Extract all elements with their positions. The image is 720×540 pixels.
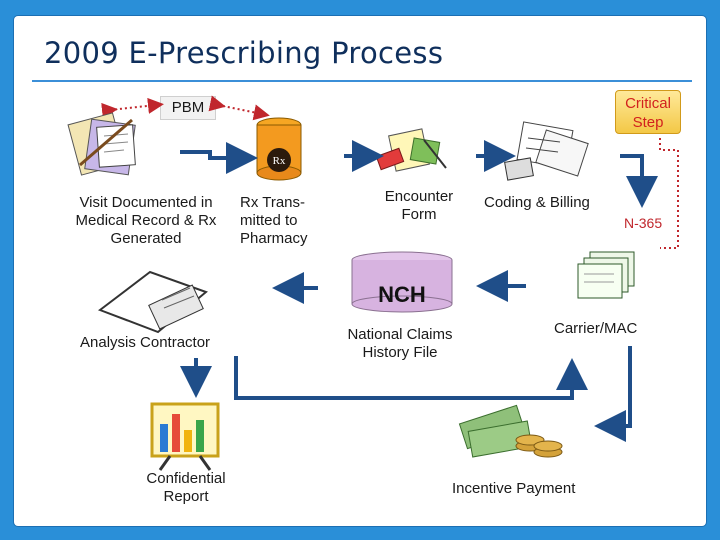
pbm-label: PBM <box>160 96 216 120</box>
nch-database-icon <box>351 251 453 313</box>
encounter-label: Encounter Form <box>364 188 474 224</box>
visit-label-line1: Visit Documented in <box>79 194 213 211</box>
arrow-analysis-to-carrier <box>234 356 588 400</box>
nch-label: NCH <box>378 282 426 307</box>
arrow-carrier-to-payment <box>594 346 632 442</box>
rx-transmit-line1: Rx Trans- <box>240 194 306 211</box>
nch-caption-line2: History File <box>362 344 438 361</box>
rx-transmit-line2: mitted to <box>240 212 298 229</box>
arrow-coding-to-carrier <box>620 154 658 208</box>
rx-transmit-line3: Pharmacy <box>240 230 308 247</box>
nch-caption: National Claims History File <box>330 326 470 362</box>
billing-icon <box>504 121 589 181</box>
rx-transmit-label: Rx Trans- mitted to Pharmacy <box>240 194 340 248</box>
critical-step-line2: Step <box>632 114 664 131</box>
report-chart-icon <box>150 402 220 471</box>
visit-label-line3: Generated <box>110 230 182 247</box>
incentive-label: Incentive Payment <box>452 480 576 497</box>
pbm-link-left <box>101 97 164 119</box>
visit-label: Visit Documented in Medical Record & Rx … <box>56 194 236 248</box>
title-divider <box>32 80 692 82</box>
carrier-label: Carrier/MAC <box>554 320 638 337</box>
arrow-visit-to-pharmacy <box>180 142 258 174</box>
page-title: 2009 E-Prescribing Process <box>44 36 444 70</box>
svg-text:Rx: Rx <box>273 155 286 167</box>
report-line1: Confidential <box>146 470 226 487</box>
critical-step-link <box>659 138 679 249</box>
critical-step-callout: Critical Step <box>615 90 681 134</box>
encounter-form-icon <box>375 128 447 172</box>
analysis-folder-icon <box>97 270 208 334</box>
coding-label: Coding & Billing <box>484 194 590 211</box>
medical-record-icon <box>67 112 136 176</box>
analysis-label: Analysis Contractor <box>80 334 211 351</box>
n365-label: N-365 <box>624 215 663 231</box>
encounter-line2: Form <box>401 206 437 223</box>
visit-label-line2: Medical Record & Rx <box>75 212 217 229</box>
report-label: Confidential Report <box>126 470 246 506</box>
money-icon <box>458 404 563 458</box>
nch-caption-line1: National Claims <box>347 326 453 343</box>
carrier-documents-icon <box>577 251 635 299</box>
encounter-line1: Encounter <box>384 188 454 205</box>
report-line2: Report <box>163 488 209 505</box>
critical-step-line1: Critical <box>625 95 671 112</box>
pbm-link-right <box>208 95 270 121</box>
pharmacy-rx-icon: Rx <box>256 117 302 181</box>
